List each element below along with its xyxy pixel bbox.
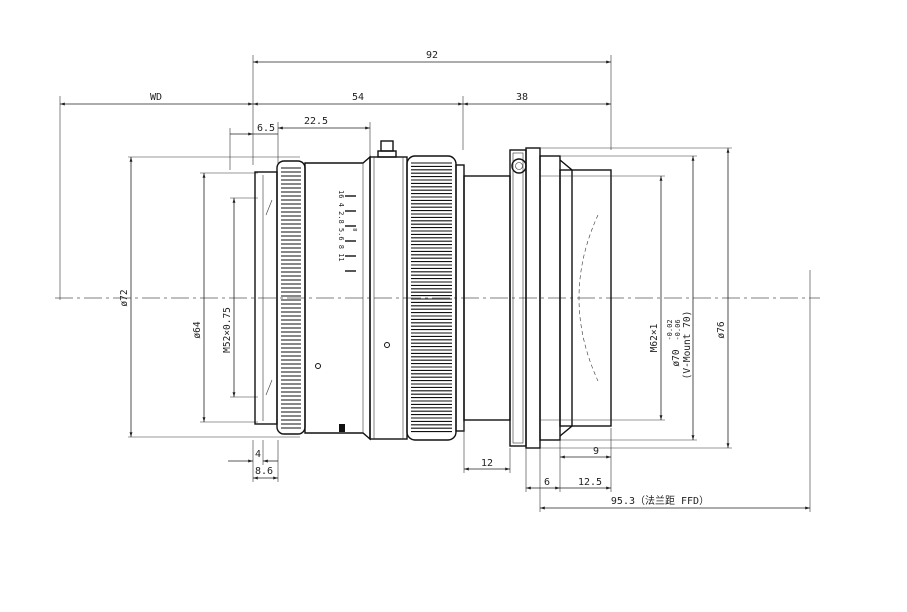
dim-38: 38 bbox=[516, 92, 528, 103]
dim-d70-tol-upper: -0.02 bbox=[666, 319, 674, 340]
index-dot-mid bbox=[384, 342, 390, 348]
dim-4: 4 bbox=[255, 449, 261, 460]
focus-scale bbox=[345, 195, 356, 272]
dim-9: 9 bbox=[593, 446, 599, 457]
rear-lens-element bbox=[578, 214, 599, 382]
dim-d76: ø76 bbox=[716, 321, 727, 338]
dim-6-5: 6.5 bbox=[257, 123, 275, 134]
dim-8-6: 8.6 bbox=[255, 466, 273, 477]
dim-d64: ø64 bbox=[192, 321, 203, 338]
index-dot-front bbox=[315, 363, 321, 369]
dim-22-5: 22.5 bbox=[304, 116, 328, 127]
dim-12-5: 12.5 bbox=[578, 477, 602, 488]
dim-d70: ø70 bbox=[671, 349, 682, 366]
dim-ffd: 95.3（法兰距 FFD） bbox=[611, 494, 709, 507]
dim-92: 92 bbox=[426, 50, 438, 61]
dim-12: 12 bbox=[481, 458, 493, 469]
dim-v-mount: (V-Mount 70) bbox=[682, 311, 693, 380]
dim-wd: WD bbox=[150, 92, 162, 103]
dim-d72: ø72 bbox=[119, 289, 130, 306]
dim-6: 6 bbox=[544, 477, 550, 488]
dim-54: 54 bbox=[352, 92, 364, 103]
dim-d70-tol-lower: -0.06 bbox=[674, 319, 682, 340]
rear-knurl-pattern bbox=[411, 162, 452, 433]
flange-screw bbox=[511, 158, 527, 174]
infinity-mark: ∞ bbox=[353, 226, 357, 234]
aperture-scale-text: 16 4 2.8 5.6 8 11 bbox=[337, 190, 345, 262]
locking-screw bbox=[377, 140, 397, 158]
rear-housing bbox=[559, 169, 612, 427]
dim-m62: M62×1 bbox=[649, 323, 660, 352]
front-knurled-ring bbox=[276, 160, 306, 435]
front-knurl-pattern bbox=[281, 167, 301, 429]
dim-m52: M52×0.75 bbox=[222, 307, 233, 353]
